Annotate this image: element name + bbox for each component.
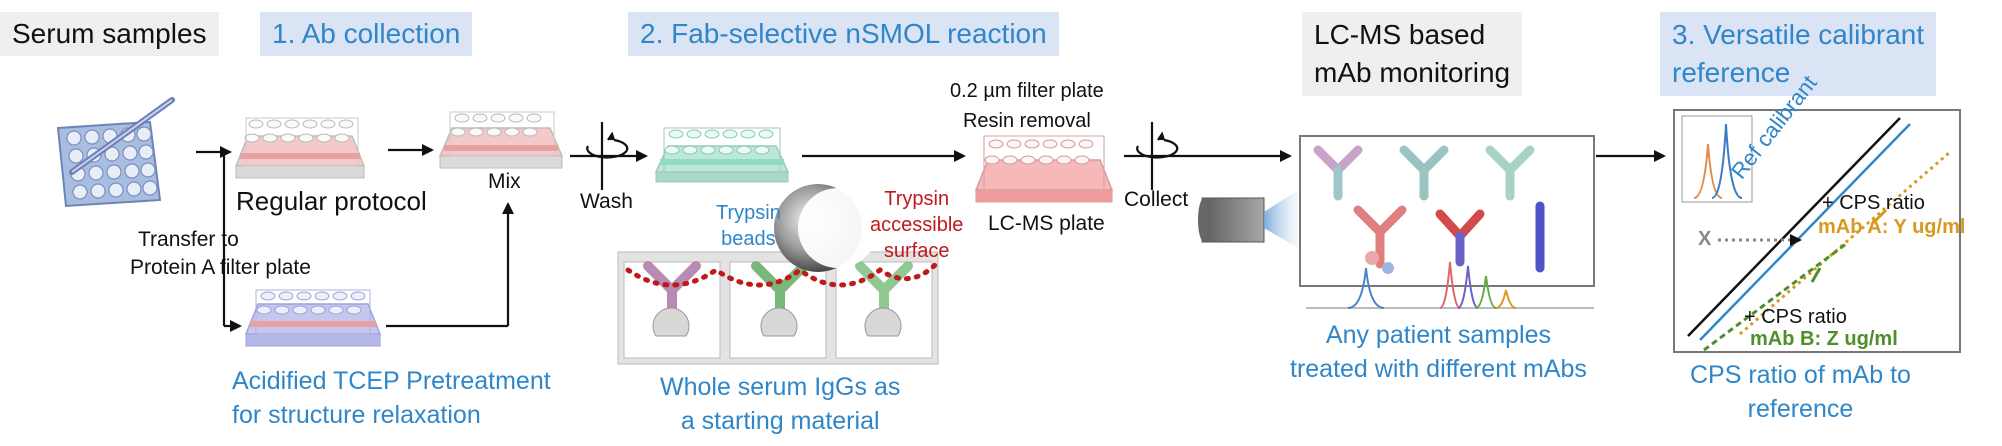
label-cps-ratio-a: + CPS ratio [1822, 192, 1925, 214]
label-transfer-line1: Transfer to [138, 228, 239, 251]
caption-acidified: Acidified TCEP Pretreatment for structur… [232, 364, 551, 432]
label-lcms-plate: LC-MS plate [988, 212, 1105, 235]
protein-a-plate-regular-icon [234, 117, 366, 179]
label-trypsin-beads: Trypsin beads [716, 200, 781, 252]
caption-cps-ratio: CPS ratio of mAb to reference [1690, 358, 1911, 426]
label-resin-removal: Resin removal [962, 110, 1091, 132]
caption-patient-samples: Any patient samples treated with differe… [1290, 318, 1587, 386]
caption-cps-line2: reference [1747, 395, 1854, 423]
label-trypsin-surface-line1: Trypsin [884, 188, 950, 210]
header-lcms-line2: mAb monitoring [1314, 57, 1511, 88]
label-filter-plate-line1: 0.2 µm filter plate [950, 80, 1104, 102]
label-mab-a: mAb A: Y ug/ml [1818, 216, 1966, 238]
caption-patient-line1: Any patient samples [1325, 321, 1552, 349]
mix-plate-icon [438, 111, 564, 169]
caption-patient-line2: treated with different mAbs [1290, 355, 1587, 383]
nsmol-reaction-plate-icon [654, 127, 790, 183]
caption-acidified-line1: Acidified TCEP Pretreatment [232, 367, 551, 395]
label-collect: Collect [1124, 188, 1189, 211]
label-trypsin-surface: Trypsin accessible surface [870, 186, 963, 264]
mass-spec-inlet-icon [1198, 190, 1298, 248]
label-trypsin-beads-line1: Trypsin [716, 202, 781, 224]
label-trypsin-beads-line2: beads [721, 228, 776, 250]
label-wash: Wash [580, 190, 633, 213]
serum-sample-plate-icon [56, 97, 175, 208]
header-step1-ab-collection: 1. Ab collection [260, 12, 473, 56]
lcms-plate-icon [974, 135, 1114, 203]
label-regular-protocol: Regular protocol [236, 186, 427, 216]
header-lcms-monitoring: LC-MS based mAb monitoring [1302, 12, 1523, 96]
header-serum-samples: Serum samples [0, 12, 219, 56]
caption-whole-serum-line1: Whole serum IgGs as [660, 373, 901, 401]
label-cps-ratio-b: + CPS ratio [1744, 306, 1847, 328]
header-step3-line2: reference [1672, 57, 1791, 88]
lcms-monitoring-box [1299, 135, 1595, 309]
header-lcms-line1: LC-MS based [1314, 19, 1486, 50]
acidified-plate-icon [244, 289, 382, 347]
label-trypsin-surface-line2: accessible [870, 214, 964, 236]
rotation-icon-collect [1136, 122, 1179, 190]
label-mab-b: mAb B: Z ug/ml [1750, 328, 1898, 350]
header-step3-calibrant: 3. Versatile calibrant reference [1660, 12, 1937, 96]
label-mix: Mix [488, 170, 521, 193]
caption-cps-line1: CPS ratio of mAb to [1690, 361, 1911, 389]
label-x-mark: X [1698, 228, 1712, 250]
label-filter-plate: 0.2 µm filter plate Resin removal [950, 76, 1104, 136]
label-transfer: Transfer to Protein A filter plate [130, 226, 311, 282]
header-step2-nsmol: 2. Fab-selective nSMOL reaction [628, 12, 1059, 56]
label-transfer-line2: Protein A filter plate [130, 256, 311, 279]
fab-panel [617, 251, 939, 365]
caption-whole-serum: Whole serum IgGs as a starting material [660, 370, 900, 438]
rotation-icon-wash [586, 122, 629, 190]
label-trypsin-surface-line3: surface [883, 240, 950, 262]
header-step3-line1: 3. Versatile calibrant [1672, 19, 1925, 50]
caption-acidified-line2: for structure relaxation [232, 401, 481, 429]
calibration-panel [1673, 109, 1961, 353]
trypsin-bead-icon [774, 184, 878, 272]
caption-whole-serum-line2: a starting material [680, 407, 880, 435]
